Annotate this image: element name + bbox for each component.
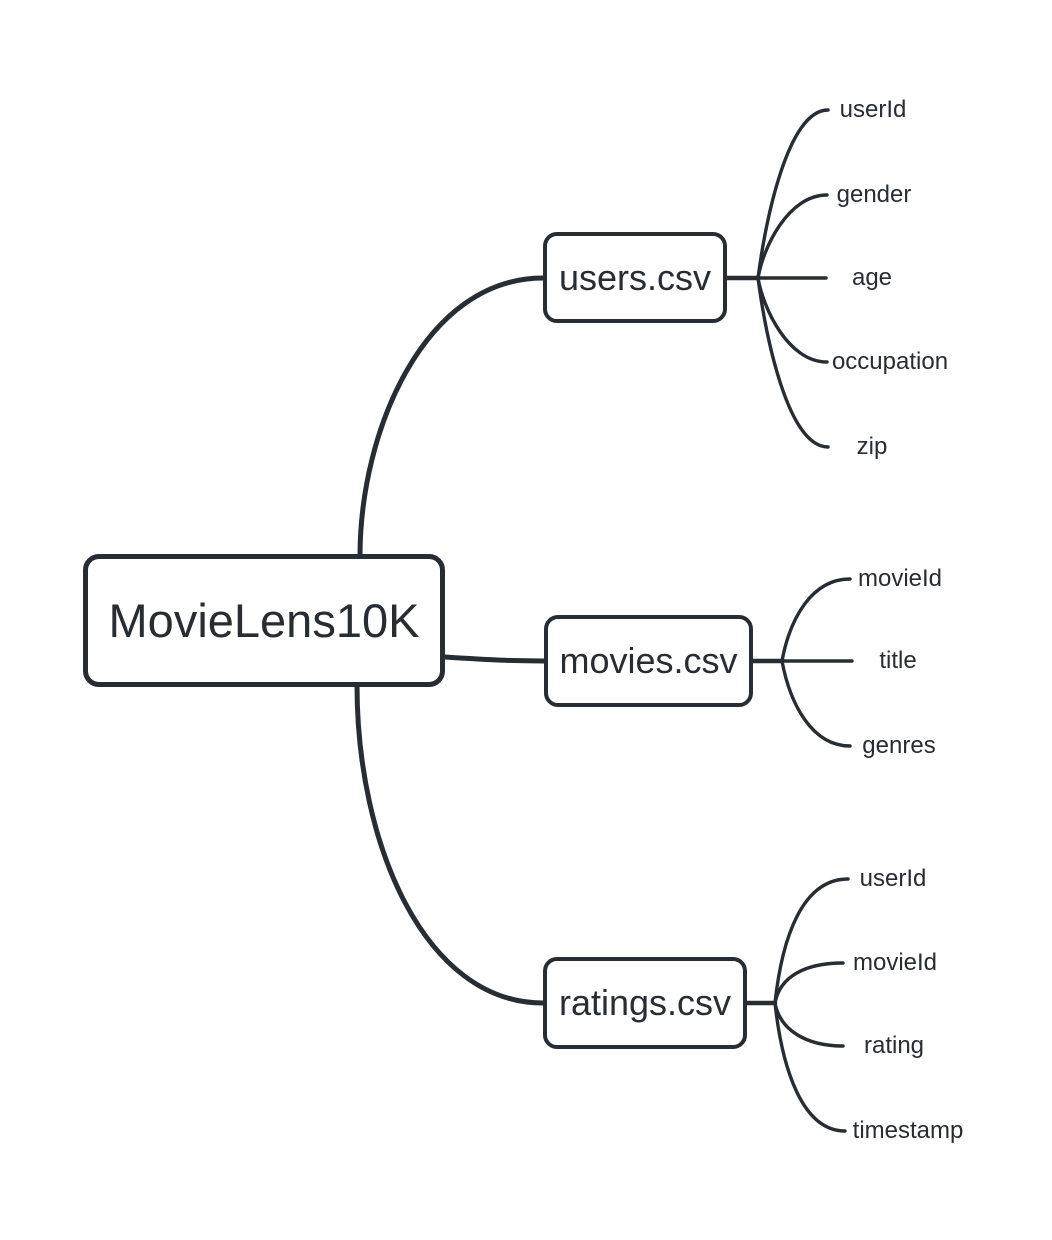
edge-movies-to-genres [780, 659, 852, 748]
leaf-movies-genres[interactable]: genres [862, 732, 936, 759]
edge-users-to-gender [756, 193, 829, 280]
leaf-users-userid[interactable]: userId [839, 96, 907, 123]
node-movies-csv[interactable]: movies.csv [544, 615, 753, 707]
edge-root-to-movies [442, 654, 547, 664]
node-root-movielens10k[interactable]: MovieLens10K [83, 554, 445, 687]
edge-users-to-zip [756, 276, 830, 449]
edge-ratings-to-timestamp [773, 1001, 847, 1133]
edge-ratings-to-userid [773, 877, 850, 1005]
node-users-csv[interactable]: users.csv [543, 232, 727, 323]
edge-users-to-userid [756, 108, 830, 280]
edge-root-to-ratings [354, 682, 546, 1006]
leaf-ratings-movieid[interactable]: movieId [852, 949, 938, 976]
edge-root-to-users [357, 275, 546, 559]
node-movies-label: movies.csv [559, 640, 738, 681]
leaf-ratings-rating[interactable]: rating [863, 1032, 925, 1059]
edge-ratings-to-rating [773, 1001, 845, 1048]
node-root-label: MovieLens10K [108, 594, 420, 647]
leaf-users-age[interactable]: age [851, 264, 893, 291]
leaf-users-zip[interactable]: zip [856, 433, 888, 460]
leaf-movies-movieid[interactable]: movieId [857, 565, 943, 592]
node-ratings-label: ratings.csv [558, 982, 732, 1023]
edge-users-to-occupation [756, 276, 829, 364]
leaf-users-gender[interactable]: gender [836, 181, 912, 208]
leaf-users-occupation[interactable]: occupation [831, 348, 949, 375]
leaf-movies-title[interactable]: title [879, 647, 917, 674]
edge-ratings-to-movieid [773, 961, 845, 1005]
leaf-ratings-timestamp[interactable]: timestamp [852, 1117, 964, 1144]
leaf-ratings-userid[interactable]: userId [859, 865, 927, 892]
node-users-label: users.csv [558, 256, 712, 298]
edge-movies-to-movieid [780, 577, 852, 663]
node-ratings-csv[interactable]: ratings.csv [543, 957, 747, 1049]
